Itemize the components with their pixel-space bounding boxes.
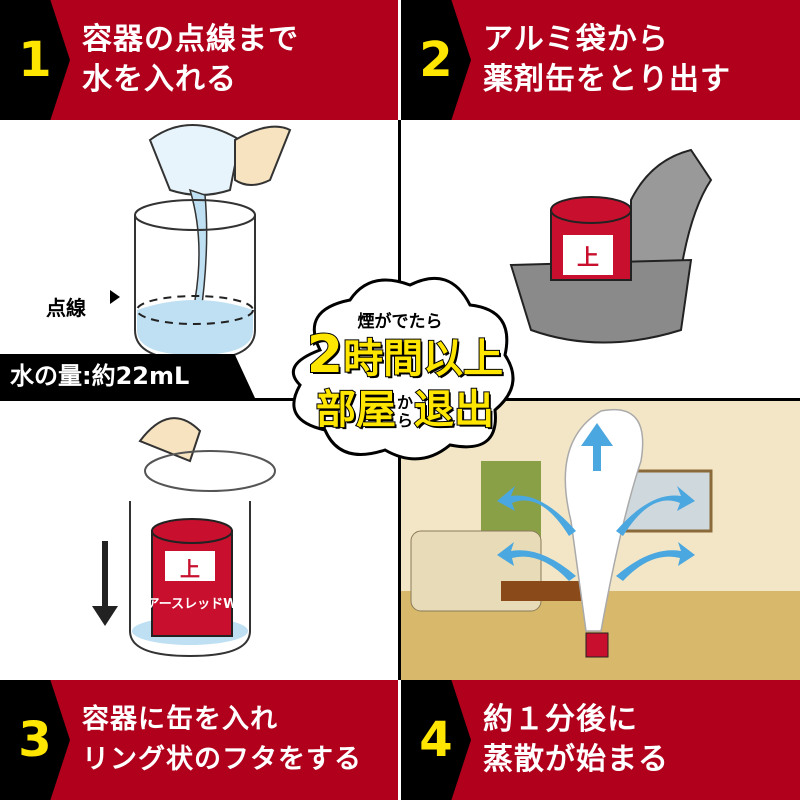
cloud-line-1: 2時間以上 (300, 328, 510, 384)
step-text: 蒸散が始まる (483, 742, 669, 777)
room-fumigation-illustration (401, 401, 800, 680)
warning-cloud (291, 276, 515, 461)
cloud-subtitle: 煙がでたら (357, 312, 443, 332)
step-text: 容器の点線まで (82, 22, 299, 57)
can-brand: アースレッドW (147, 597, 238, 612)
step-text: 薬剤缶をとり出す (483, 62, 731, 97)
step-text: 容器に缶を入れ (82, 704, 278, 735)
step-2-header: 2 アルミ袋から薬剤缶をとり出す (401, 0, 800, 120)
pour-water-illustration (110, 124, 292, 362)
cloud-text: 部屋 (315, 386, 397, 434)
step-text: リング状のフタをする (82, 744, 362, 775)
foil-bag-illustration: 上 (509, 148, 713, 344)
insert-can-illustration: 上 アースレッドW (92, 417, 276, 658)
step-number: 2 (401, 0, 471, 120)
dotted-line-label: 点線 (46, 296, 86, 320)
hours-number: 2 (306, 325, 344, 385)
step-text: 水を入れる (82, 62, 237, 97)
step-3-header: 3 容器に缶を入れリング状のフタをする (0, 680, 398, 800)
cloud-text: 退出 (413, 386, 495, 434)
can-top-label: 上 (577, 246, 599, 271)
step-number: 3 (0, 680, 70, 800)
cloud-line-2: 部屋から退出 (300, 385, 510, 435)
step-4-header: 4 約１分後に蒸散が始まる (401, 680, 800, 800)
step-number: 1 (0, 0, 70, 120)
cloud-small-text: から (396, 393, 413, 430)
step-text: アルミ袋から (483, 22, 669, 57)
water-amount-label: 水の量:約22mL (0, 354, 255, 398)
step-1-header: 1 容器の点線まで水を入れる (0, 0, 398, 120)
svg-text:上: 上 (180, 557, 200, 581)
step-number: 4 (401, 680, 471, 800)
cloud-line-1-text: 時間以上 (342, 335, 504, 383)
step-text: 約１分後に (483, 702, 638, 737)
